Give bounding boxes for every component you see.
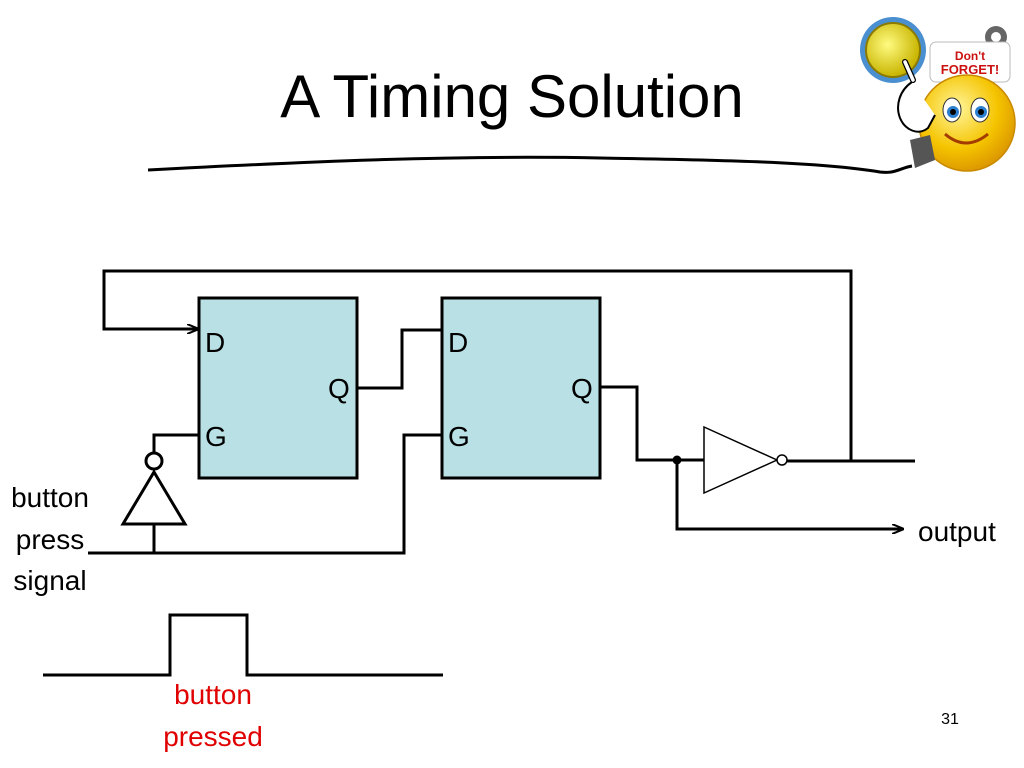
waveform-label-line-2: pressed (163, 721, 263, 752)
latch-2-g-label: G (448, 421, 470, 452)
button-pulse-waveform (43, 613, 443, 677)
input-label-line-1: button (11, 482, 89, 513)
inverter-to-g1-wire (152, 433, 199, 453)
latch-1-g-label: G (205, 421, 227, 452)
latch-1-d-label: D (205, 327, 225, 358)
output-inverter (703, 425, 788, 495)
q2-output-wire (600, 385, 704, 462)
q1-to-d2-wire (357, 328, 442, 390)
latch-2-d-label: D (448, 327, 468, 358)
latch-2-q-label: Q (571, 373, 593, 404)
title-underline (147, 155, 913, 174)
input-label-line-2: press (16, 524, 84, 555)
input-label-line-3: signal (13, 565, 86, 596)
waveform-label-line-1: button (174, 679, 252, 710)
input-inverter (120, 451, 188, 526)
slide-title: A Timing Solution (280, 63, 744, 130)
svg-text:FORGET!: FORGET! (941, 62, 1000, 77)
output-wire (675, 460, 903, 529)
latch-1: D Q G (197, 296, 359, 480)
button-signal-wire (88, 433, 442, 555)
page-number: 31 (941, 711, 959, 728)
feedback-wire (102, 269, 853, 461)
latch-2: D Q G (440, 296, 602, 480)
output-label: output (918, 516, 996, 547)
svg-text:Don't: Don't (955, 49, 985, 63)
latch-1-q-label: Q (328, 373, 350, 404)
dont-forget-smiley-icon: Don't FORGET! (860, 17, 1016, 172)
